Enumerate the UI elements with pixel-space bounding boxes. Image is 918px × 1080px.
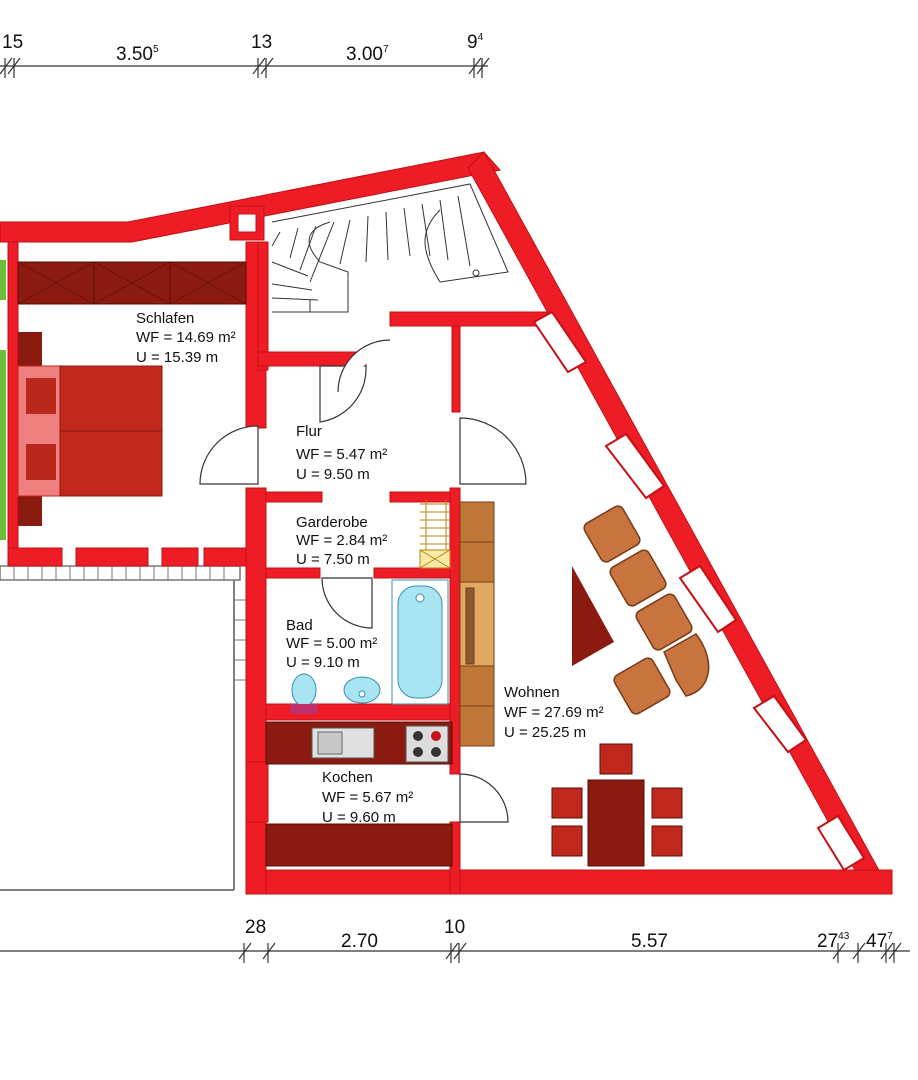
dim-bottom-5: 2743 (817, 931, 850, 952)
dining-table (551, 743, 683, 867)
toilet (290, 673, 318, 714)
dim-bottom-3: 10 (444, 917, 465, 938)
tv-triangle (572, 566, 614, 666)
svg-text:U = 7.50 m: U = 7.50 m (296, 551, 370, 568)
bottom-dimension-line (0, 942, 910, 963)
svg-text:WF = 27.69 m²: WF = 27.69 m² (504, 704, 604, 721)
dim-bottom-6: 477 (866, 931, 893, 952)
chimney (229, 205, 265, 241)
dim-bottom-4: 5.57 (631, 931, 668, 952)
dim-bottom-1: 28 (245, 917, 266, 938)
svg-text:Bad: Bad (286, 617, 313, 634)
bed (17, 332, 163, 526)
wardrobe (17, 261, 247, 305)
svg-text:U = 25.25 m: U = 25.25 m (504, 724, 586, 741)
dim-bottom-2: 2.70 (341, 931, 378, 952)
svg-text:U = 15.39 m: U = 15.39 m (136, 349, 218, 366)
walls (0, 151, 893, 895)
room-label-kochen: Kochen WF = 5.67 m² U = 9.60 m (322, 769, 413, 826)
dim-top-3: 13 (251, 32, 272, 53)
svg-text:U = 9.10 m: U = 9.10 m (286, 654, 360, 671)
windows (532, 310, 866, 872)
svg-text:Schlafen: Schlafen (136, 310, 194, 327)
svg-text:WF = 5.47 m²: WF = 5.47 m² (296, 446, 387, 463)
dim-top-1: 15 (2, 32, 23, 53)
kitchen-counter-bottom (265, 823, 453, 867)
room-label-garderobe: Garderobe WF = 2.84 m² U = 7.50 m (296, 514, 387, 568)
kitchen-counter-top (265, 721, 453, 765)
sofa (583, 505, 710, 715)
svg-text:Wohnen: Wohnen (504, 684, 560, 701)
dim-top-4: 3.007 (346, 44, 389, 65)
room-label-bad: Bad WF = 5.00 m² U = 9.10 m (286, 617, 377, 671)
svg-text:Garderobe: Garderobe (296, 514, 368, 531)
doors (199, 339, 527, 823)
svg-text:WF = 2.84 m²: WF = 2.84 m² (296, 532, 387, 549)
dim-top-5: 94 (467, 32, 484, 53)
coat-rack (419, 500, 451, 569)
room-label-schlafen: Schlafen WF = 14.69 m² U = 15.39 m (136, 310, 236, 366)
washbasin (343, 676, 381, 704)
svg-text:U = 9.50 m: U = 9.50 m (296, 466, 370, 483)
dim-top-2: 3.505 (116, 44, 159, 65)
top-dimension-line (0, 57, 490, 78)
room-label-wohnen: Wohnen WF = 27.69 m² U = 25.25 m (504, 684, 604, 741)
svg-text:Kochen: Kochen (322, 769, 373, 786)
tv-cabinet (459, 501, 495, 747)
svg-text:Flur: Flur (296, 423, 322, 440)
neighbor-area (0, 565, 241, 891)
room-label-flur: Flur WF = 5.47 m² U = 9.50 m (296, 423, 387, 483)
svg-text:WF = 14.69 m²: WF = 14.69 m² (136, 329, 236, 346)
staircase (271, 183, 509, 313)
svg-text:WF = 5.67 m²: WF = 5.67 m² (322, 789, 413, 806)
bathtub (391, 579, 449, 705)
terrace-railing (13, 566, 246, 681)
svg-text:WF = 5.00 m²: WF = 5.00 m² (286, 635, 377, 652)
svg-text:U = 9.60 m: U = 9.60 m (322, 809, 396, 826)
